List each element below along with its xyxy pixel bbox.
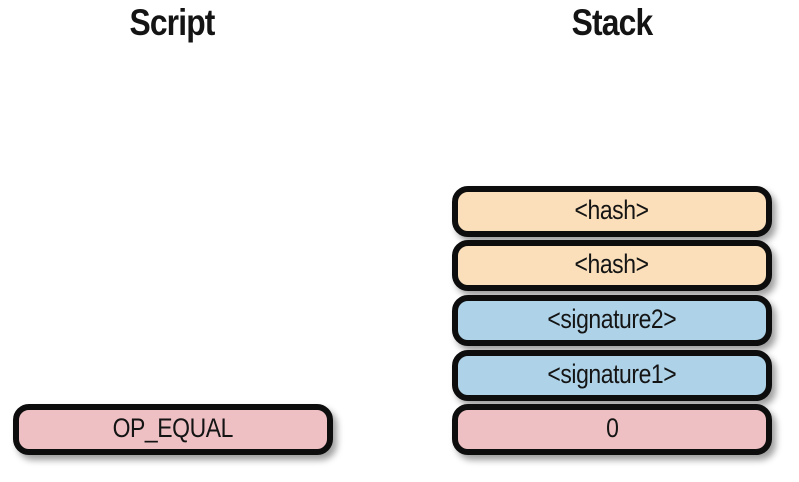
stack-item-label: 0 bbox=[605, 413, 619, 443]
stack-item-hash-1: <hash> bbox=[452, 186, 772, 237]
stack-item-hash-2: <hash> bbox=[452, 240, 772, 291]
stack-item-label: <hash> bbox=[574, 195, 650, 225]
stack-item-signature1: <signature1> bbox=[452, 350, 772, 401]
stack-item-label: <hash> bbox=[574, 249, 650, 279]
script-item-op-equal: OP_EQUAL bbox=[13, 404, 333, 455]
stack-item-label: <signature2> bbox=[547, 304, 677, 334]
stack-item-signature2: <signature2> bbox=[452, 295, 772, 346]
stack-column-title: Stack bbox=[571, 2, 653, 43]
stack-item-label: <signature1> bbox=[547, 359, 677, 389]
script-column-title: Script bbox=[129, 2, 215, 43]
script-item-label: OP_EQUAL bbox=[112, 413, 234, 443]
stack-item-zero: 0 bbox=[452, 404, 772, 455]
